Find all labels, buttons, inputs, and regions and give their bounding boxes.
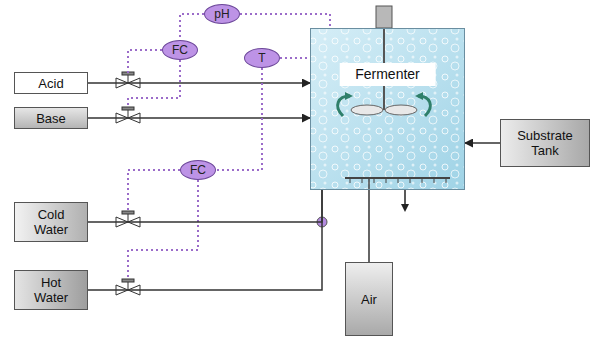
bubble-texture [310, 28, 465, 190]
acid-tank: Acid [14, 72, 88, 94]
pipe-line [465, 142, 500, 144]
sparger-holes [350, 178, 446, 183]
pipe-line [368, 190, 370, 262]
flow-controller: FC [180, 160, 216, 180]
node-label: Substrate Tank [507, 128, 583, 158]
fermenter-vessel: Fermenter [310, 28, 465, 190]
air-supply: Air [345, 262, 393, 336]
pipe-line [88, 82, 310, 84]
node-label: T [258, 51, 265, 66]
vessel-fill [310, 28, 465, 190]
flow-controller: FC [162, 40, 198, 60]
substrate-tank: Substrate Tank [500, 119, 590, 167]
node-label: Cold Water [23, 207, 79, 237]
pipe-line [88, 190, 322, 222]
mixing-arrow [418, 96, 430, 116]
signal-line [180, 14, 204, 40]
node-label: Acid [38, 76, 63, 91]
node-label: FC [172, 43, 188, 58]
pipe-line [88, 117, 310, 119]
agitator-motor [376, 6, 392, 28]
temperature-controller: T [244, 48, 280, 68]
base-tank: Base [14, 107, 88, 129]
mixing-arrow [338, 96, 350, 116]
signal-line [280, 57, 310, 59]
node-label: Air [361, 292, 377, 307]
node-label: Fermenter [339, 63, 436, 86]
air-pipe [368, 178, 370, 190]
signal-line [240, 14, 330, 28]
pipe-line [88, 190, 322, 290]
cold-water-tank: Cold Water [14, 202, 88, 242]
node-label: Base [36, 111, 66, 126]
drain-outlet [404, 190, 406, 210]
ph-controller: pH [204, 4, 240, 24]
hot-water-tank: Hot Water [14, 270, 88, 310]
signal-line [216, 68, 262, 170]
impeller-blade [385, 105, 417, 115]
impeller-blade [351, 105, 383, 115]
node-label: pH [214, 7, 229, 22]
node-label: Hot Water [23, 275, 79, 305]
node-label: FC [190, 163, 206, 178]
